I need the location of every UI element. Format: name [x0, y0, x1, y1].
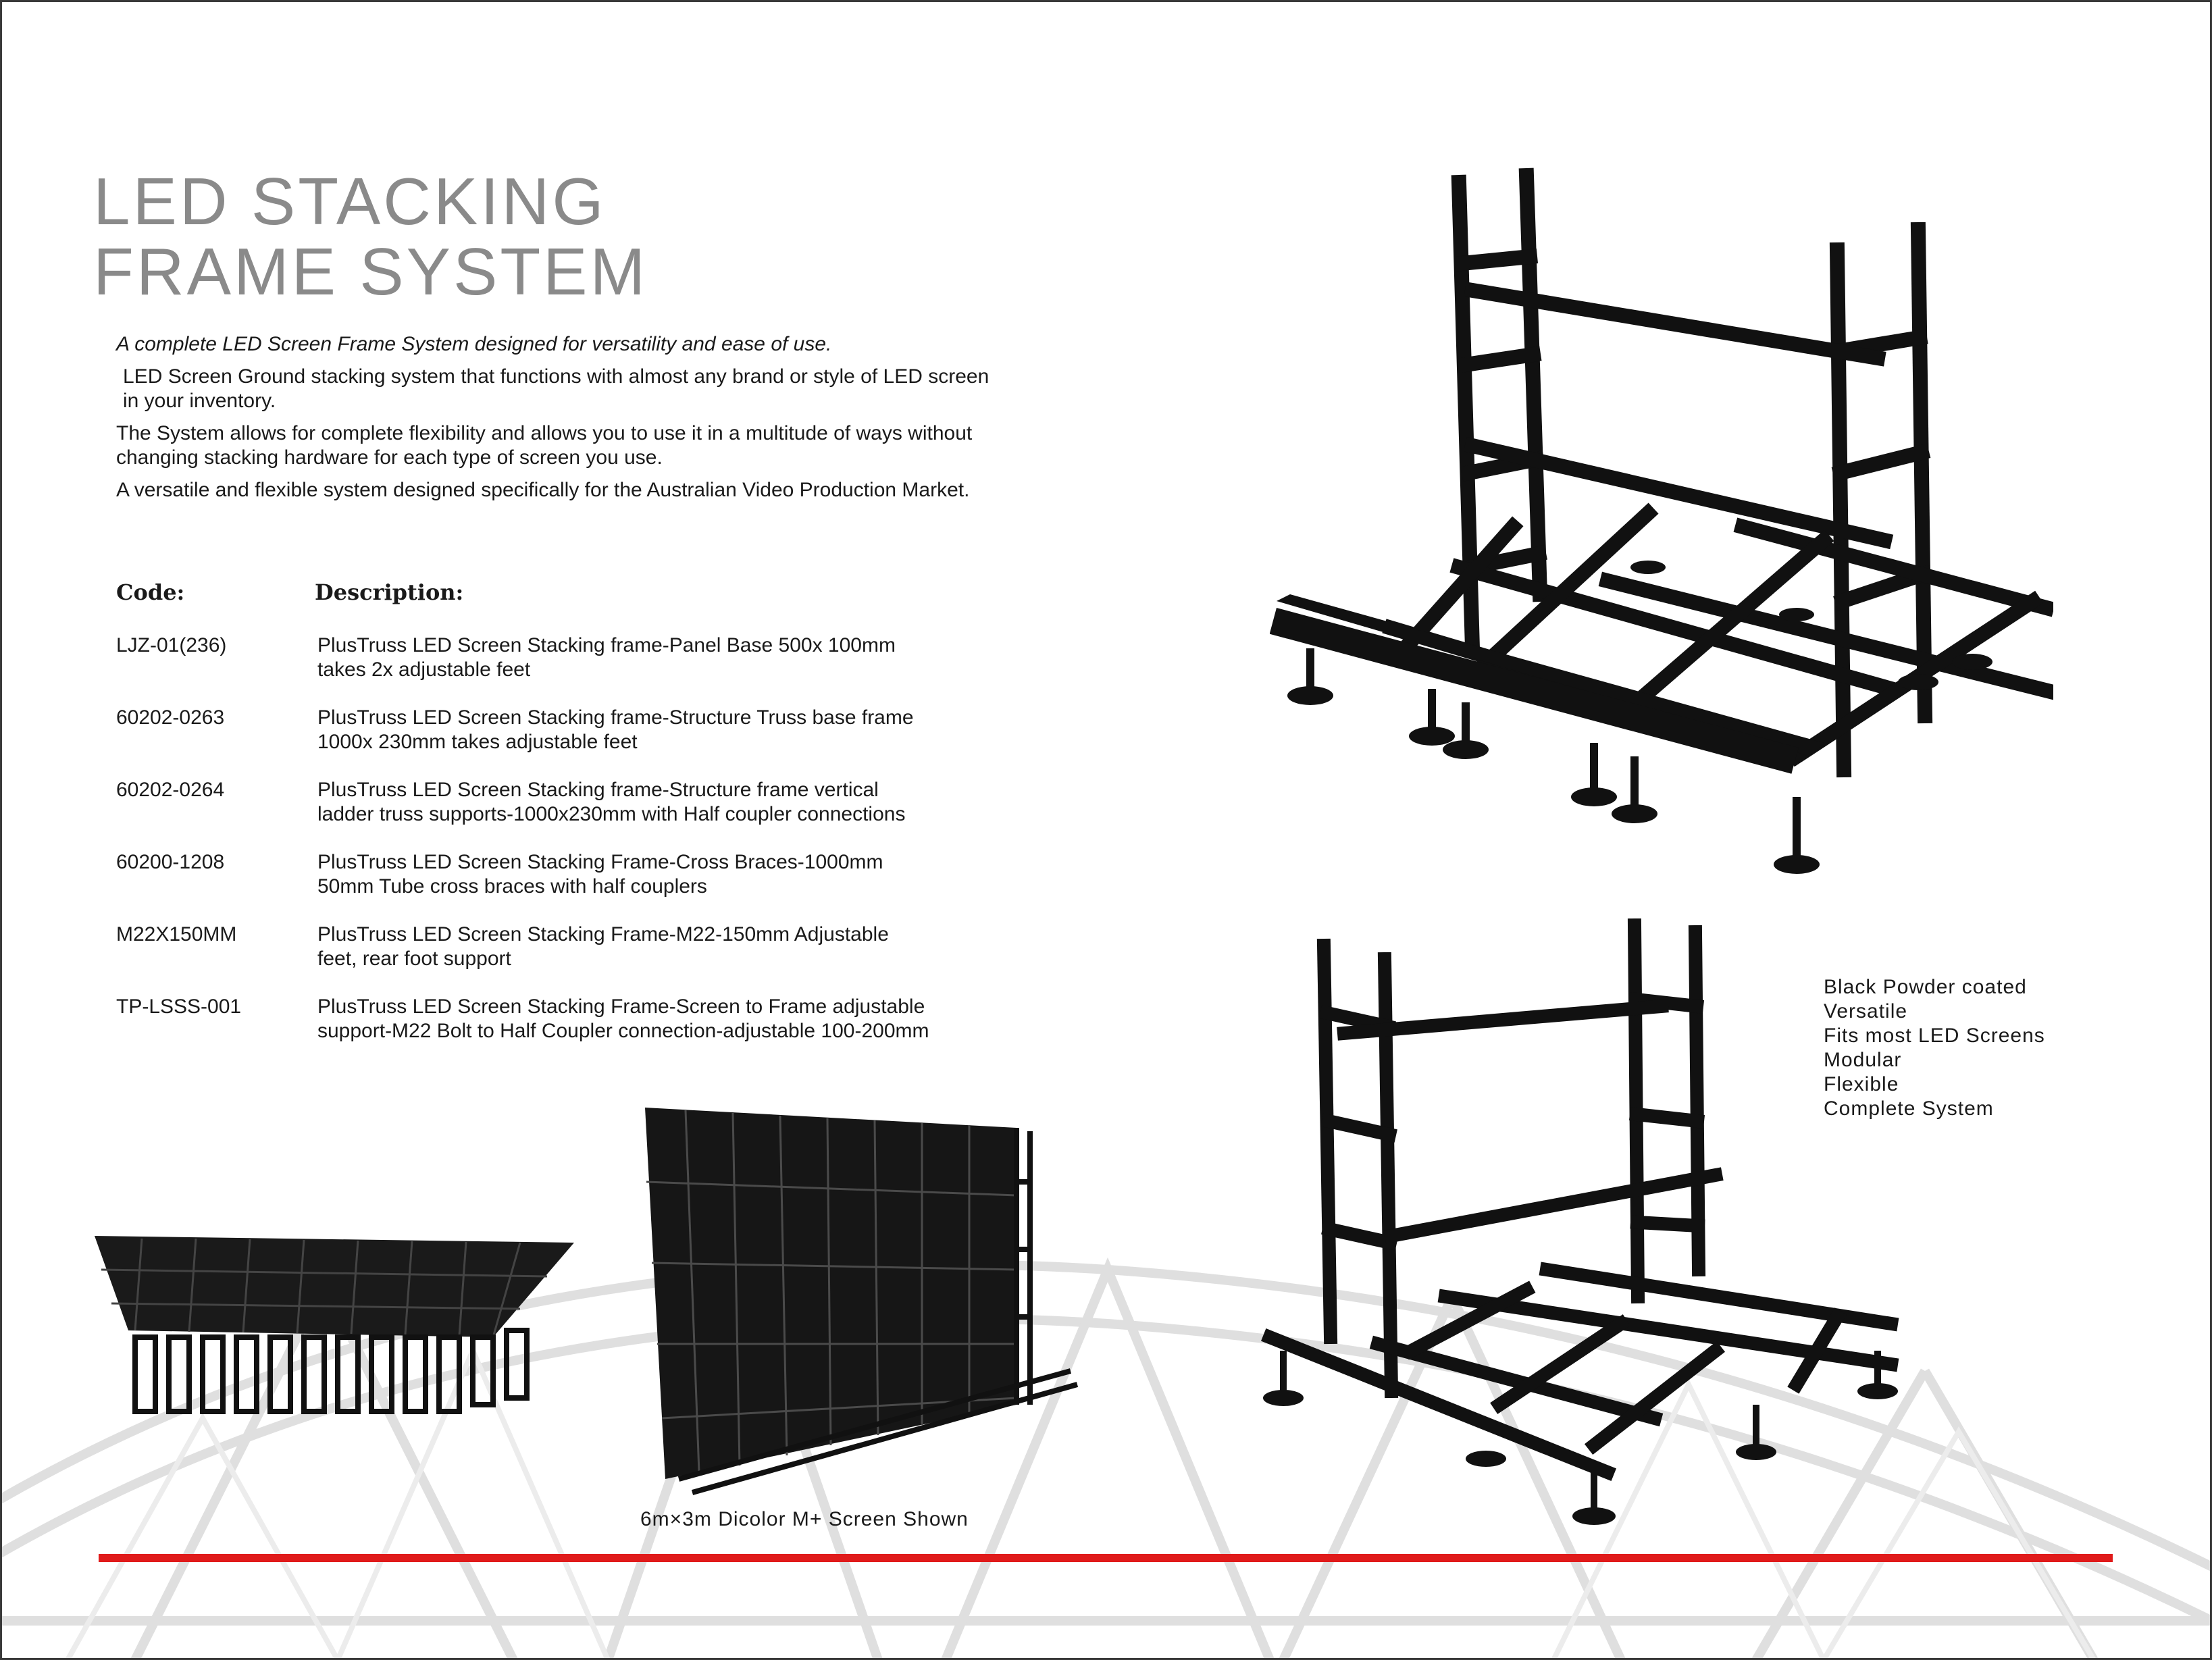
product-table: LJZ-01(236) PlusTruss LED Screen Stackin…: [116, 633, 1129, 1067]
accent-divider: [99, 1554, 2113, 1562]
intro-paragraph-1: LED Screen Ground stacking system that f…: [123, 365, 989, 412]
table-row: 60202-0263 PlusTruss LED Screen Stacking…: [116, 706, 1129, 754]
intro-lead: A complete LED Screen Frame System desig…: [116, 333, 832, 355]
row-code: 60200-1208: [116, 851, 225, 873]
table-row: 60202-0264 PlusTruss LED Screen Stacking…: [116, 778, 1129, 827]
feature-item: Complete System: [1824, 1097, 1994, 1120]
stacking-frame-image-front: [1270, 167, 2053, 874]
code-header: Code:: [116, 579, 185, 605]
title-line-2: FRAME SYSTEM: [93, 234, 648, 309]
intro-paragraph-2: The System allows for complete flexibili…: [116, 422, 973, 469]
intro-text: A complete LED Screen Frame System desig…: [116, 332, 1008, 511]
row-code: M22X150MM: [116, 923, 237, 945]
image-caption: 6m×3m Dicolor M+ Screen Shown: [640, 1508, 969, 1530]
row-description: PlusTruss LED Screen Stacking Frame-Cros…: [317, 851, 883, 898]
page-title: LED STACKING FRAME SYSTEM: [93, 166, 648, 307]
feature-item: Modular: [1824, 1049, 1902, 1071]
intro-paragraph-3: A versatile and flexible system designed…: [116, 479, 970, 501]
table-row: LJZ-01(236) PlusTruss LED Screen Stackin…: [116, 633, 1129, 682]
row-code: 60202-0264: [116, 779, 225, 801]
stacking-frame-image-side: [1261, 918, 1899, 1525]
feature-item: Flexible: [1824, 1073, 1899, 1095]
feature-item: Black Powder coated: [1824, 976, 2027, 998]
feature-item: Fits most LED Screens: [1824, 1024, 2045, 1047]
led-screen-rear-image: [95, 1236, 574, 1414]
row-code: 60202-0263: [116, 706, 225, 729]
table-row: M22X150MM PlusTruss LED Screen Stacking …: [116, 923, 1129, 971]
row-description: PlusTruss LED Screen Stacking frame-Stru…: [317, 779, 906, 825]
feature-item: Versatile: [1824, 1000, 1908, 1022]
row-description: PlusTruss LED Screen Stacking Frame-Scre…: [317, 995, 929, 1042]
features-list: Black Powder coated Versatile Fits most …: [1824, 975, 2045, 1121]
row-code: LJZ-01(236): [116, 634, 227, 656]
row-description: PlusTruss LED Screen Stacking Frame-M22-…: [317, 923, 889, 970]
row-description: PlusTruss LED Screen Stacking frame-Stru…: [317, 706, 914, 753]
table-row: 60200-1208 PlusTruss LED Screen Stacking…: [116, 850, 1129, 899]
description-header: Description:: [315, 579, 464, 605]
row-description: PlusTruss LED Screen Stacking frame-Pane…: [317, 634, 896, 681]
led-screen-assembled-image: [645, 1108, 1079, 1495]
row-code: TP-LSSS-001: [116, 995, 242, 1018]
title-line-1: LED STACKING: [93, 164, 607, 238]
table-row: TP-LSSS-001 PlusTruss LED Screen Stackin…: [116, 995, 1129, 1043]
